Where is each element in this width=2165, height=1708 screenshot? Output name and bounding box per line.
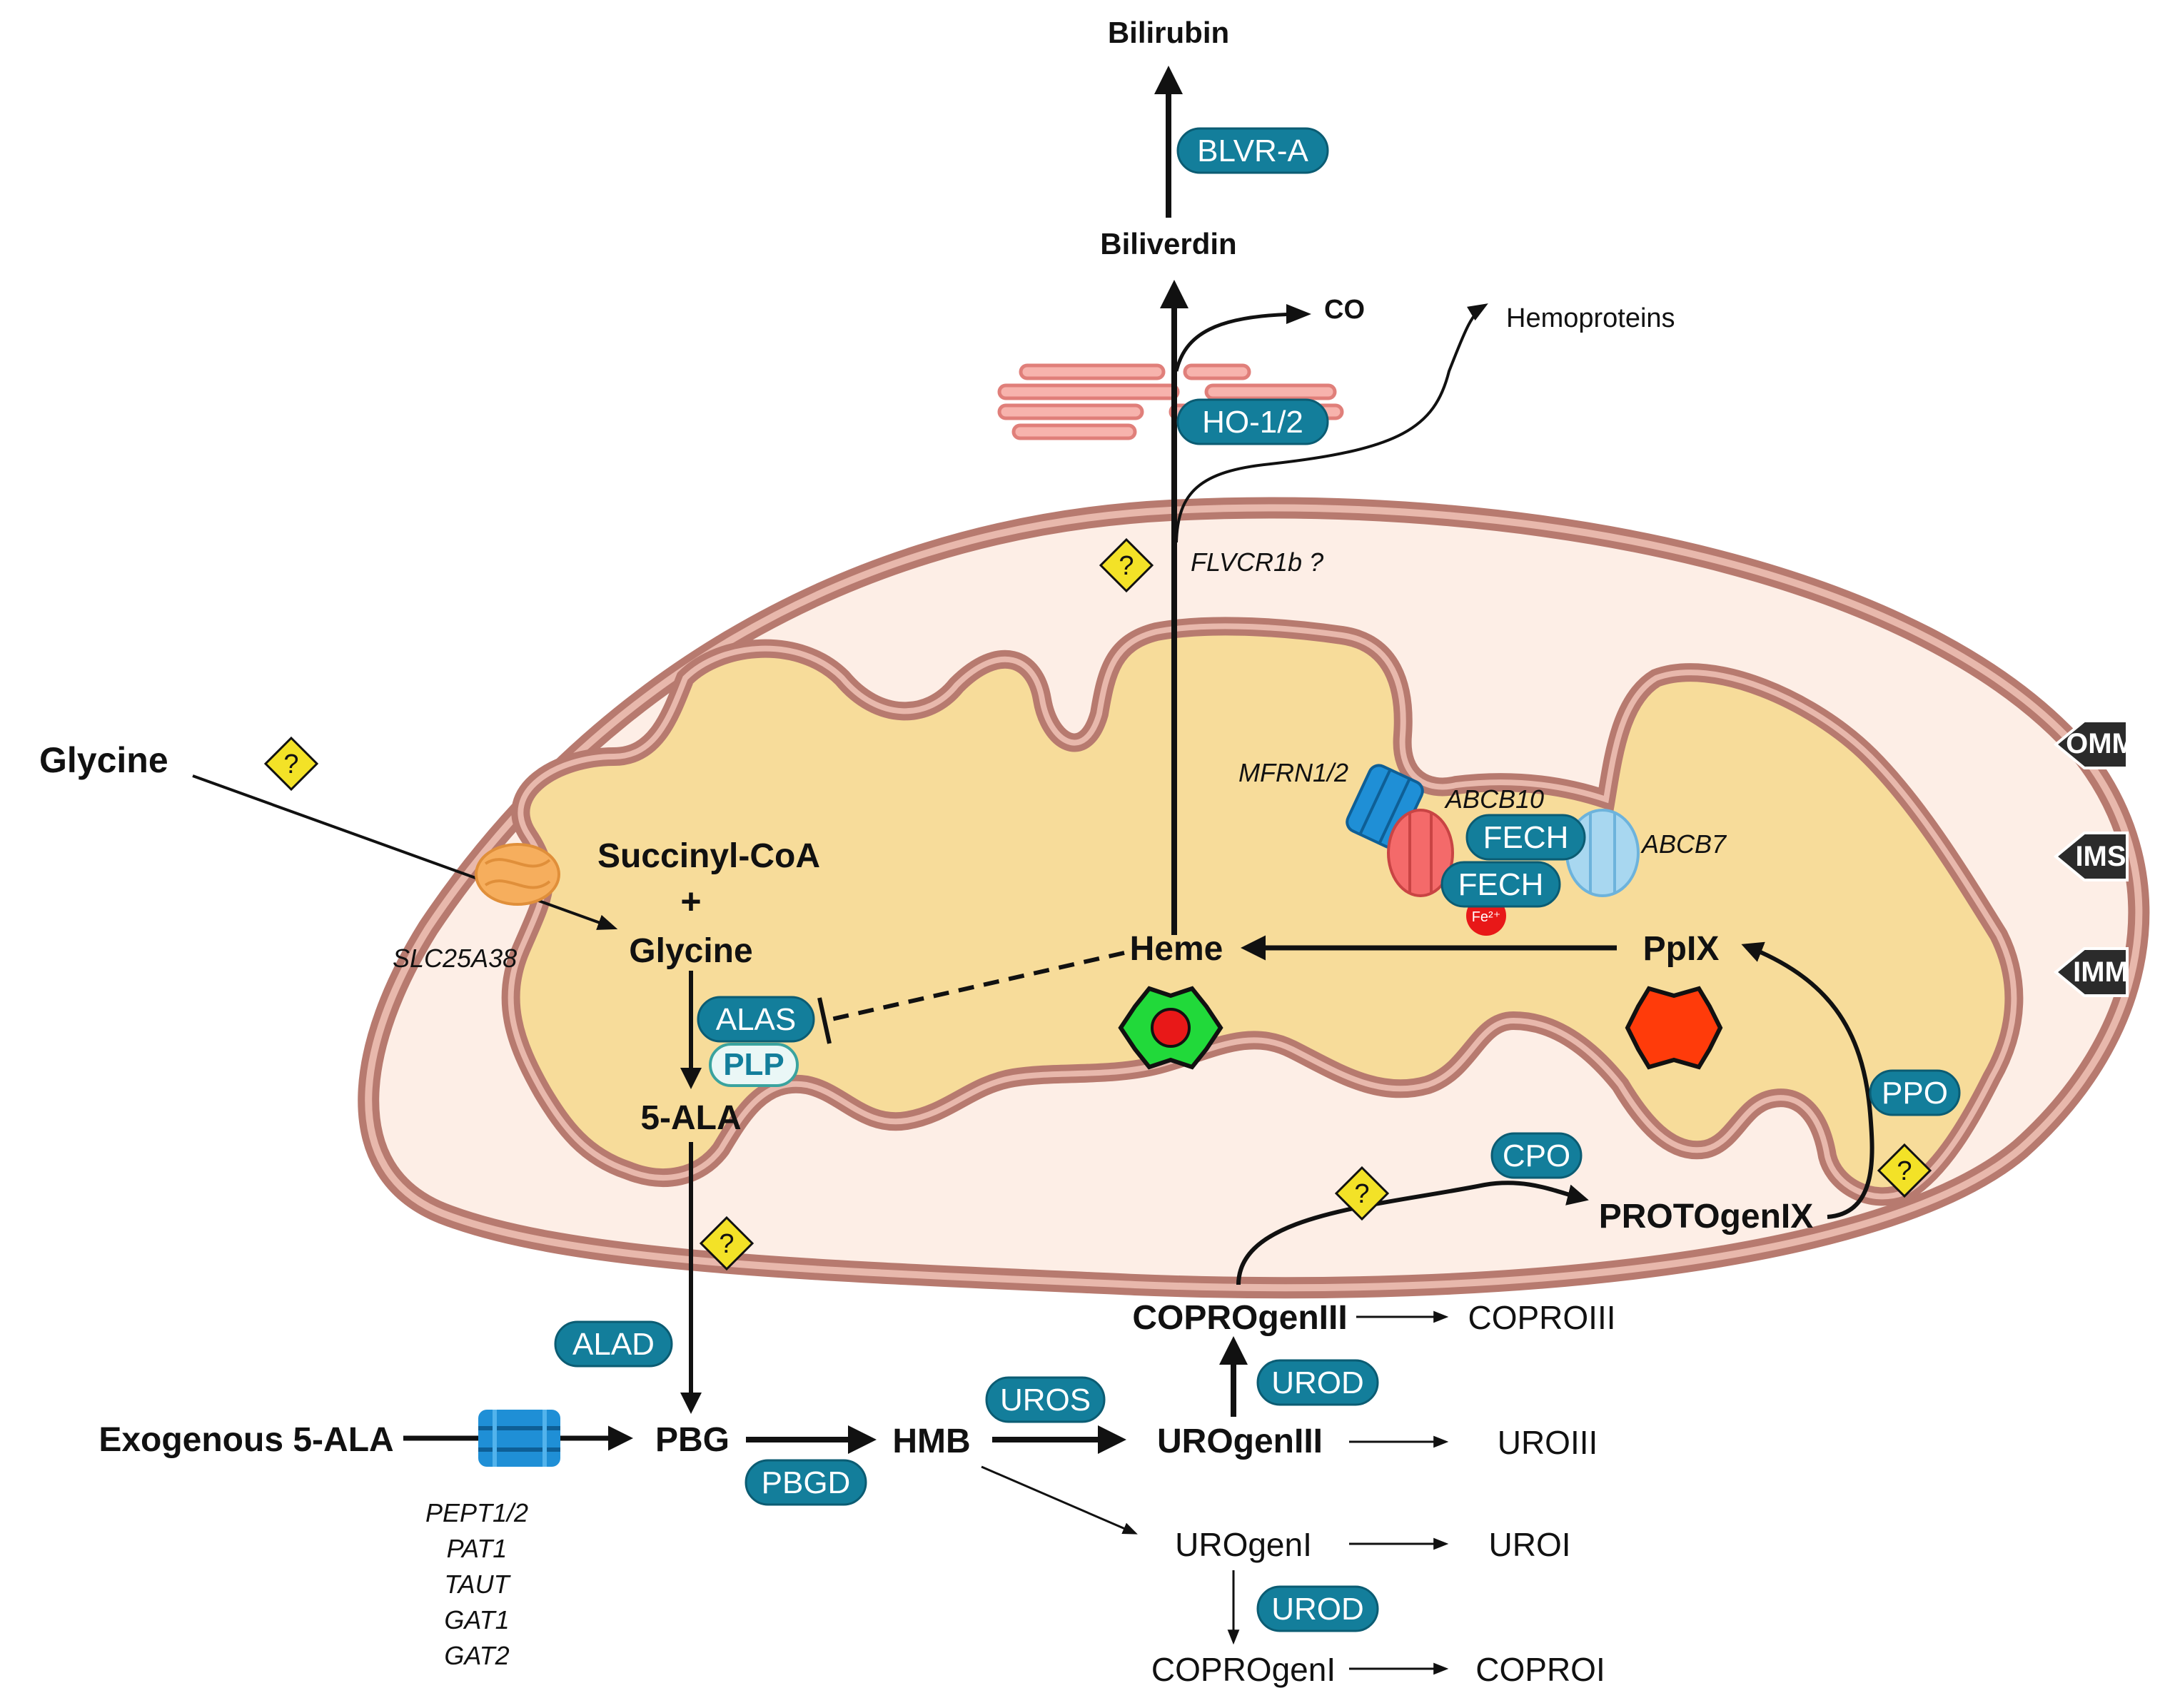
cpo-enzyme: CPO: [1490, 1132, 1583, 1179]
alas-enzyme: ALAS: [697, 996, 815, 1043]
glycine-outside-label: Glycine: [39, 740, 168, 780]
uros-enzyme: UROS: [985, 1376, 1106, 1423]
question-badge-ala-symbol: ?: [719, 1229, 734, 1259]
peptide-transporter-item: PAT1: [447, 1534, 508, 1563]
urogeniii-label: UROgenIII: [1157, 1423, 1323, 1460]
question-badge-flvcr-symbol: ?: [1119, 551, 1134, 581]
slc25a38-transporter-icon: [475, 843, 560, 906]
coprogeni-label: COPROgenI: [1151, 1651, 1336, 1688]
pbg-label: PBG: [655, 1421, 730, 1459]
coproiii-label: COPROIII: [1468, 1299, 1615, 1336]
uros-enzyme-label: UROS: [1000, 1383, 1091, 1418]
coprogeniii-label: COPROgenIII: [1132, 1299, 1347, 1337]
arrow-co: [1174, 304, 1311, 372]
alas-enzyme-label: ALAS: [716, 1002, 797, 1037]
ppix-label: PpIX: [1643, 930, 1720, 968]
omm-tag: OMM: [2053, 719, 2136, 769]
urod-enzyme-1-label: UROD: [1271, 1365, 1364, 1400]
abcb10-label: ABCB10: [1444, 784, 1544, 814]
question-badge-ppo-icon: ?: [1877, 1143, 1932, 1198]
slc25a38-label: SLC25A38: [393, 944, 517, 973]
question-badge-ppo-symbol: ?: [1897, 1156, 1912, 1186]
blvra-enzyme-label: BLVR-A: [1197, 133, 1308, 168]
ims-tag-label: IMS: [2075, 841, 2126, 872]
protogenix-label: PROTOgenIX: [1599, 1198, 1814, 1235]
abcb7-label: ABCB7: [1640, 829, 1727, 859]
plp-cofactor: PLP: [709, 1043, 799, 1087]
plp-label: PLP: [723, 1047, 784, 1082]
ppo-enzyme-label: PPO: [1882, 1076, 1948, 1111]
urod-enzyme-2-label: UROD: [1271, 1592, 1364, 1627]
arrow-hemoproteins: [1175, 303, 1488, 543]
mfrn-label: MFRN1/2: [1238, 758, 1348, 787]
biliverdin-label: Biliverdin: [1100, 227, 1236, 261]
ppix-molecule-icon: [1625, 986, 1723, 1070]
iron-ion-label: Fe²⁺: [1472, 909, 1501, 925]
exogenous-ala-label: Exogenous 5-ALA: [99, 1421, 393, 1459]
arrow-protogenix-ppix: [1741, 941, 1874, 1219]
uroiii-label: UROIII: [1498, 1424, 1598, 1461]
ho-enzyme: HO-1/2: [1176, 398, 1329, 445]
arrow-glycine-import: [192, 774, 618, 930]
omm-tag-label: OMM: [2066, 728, 2136, 759]
fech-enzyme-1-label: FECH: [1483, 820, 1569, 855]
glycine-inside-label: Glycine: [629, 932, 752, 970]
question-badge-cpo-symbol: ?: [1354, 1179, 1369, 1209]
arrow-hmb-urogeni: [981, 1465, 1138, 1535]
imm-tag-label: IMM: [2073, 956, 2129, 988]
question-badge-cpo-icon: ?: [1334, 1166, 1390, 1221]
co-label: CO: [1324, 295, 1365, 325]
alad-enzyme: ALAD: [554, 1320, 673, 1368]
abcb10-transporter-icon: [1387, 809, 1454, 897]
question-badge-glycine-symbol: ?: [283, 749, 298, 779]
succinyl-coa-label: Succinyl-CoA: [597, 837, 820, 875]
ala-label: 5-ALA: [640, 1099, 741, 1137]
imm-tag: IMM: [2053, 947, 2129, 997]
pbgd-enzyme-label: PBGD: [762, 1465, 851, 1500]
peptide-transporter-item: GAT1: [444, 1605, 509, 1634]
arrow-coprogeniii-protogenix: [1236, 1181, 1589, 1285]
question-badge-glycine-icon: ?: [263, 736, 319, 792]
peptide-transporter-item: GAT2: [444, 1641, 509, 1670]
pept-transporter-icon: [478, 1410, 560, 1467]
uroi-label: UROI: [1489, 1526, 1571, 1563]
alad-enzyme-label: ALAD: [572, 1327, 655, 1362]
heme-label: Heme: [1130, 930, 1223, 968]
bilirubin-label: Bilirubin: [1108, 16, 1229, 49]
fech-enzyme-2-label: FECH: [1458, 867, 1544, 902]
plus-label: +: [680, 881, 701, 921]
hemoproteins-label: Hemoproteins: [1506, 303, 1675, 333]
ims-tag: IMS: [2053, 832, 2129, 881]
blvra-enzyme: BLVR-A: [1176, 127, 1329, 174]
urogeni-label: UROgenI: [1175, 1526, 1312, 1563]
question-badge-ala-icon: ?: [699, 1216, 755, 1271]
mitochondrion: [358, 497, 2150, 1299]
pbgd-enzyme: PBGD: [745, 1459, 867, 1506]
ppo-enzyme: PPO: [1869, 1069, 1961, 1116]
peptide-transporter-item: PEPT1/2: [425, 1498, 528, 1527]
hmb-label: HMB: [892, 1423, 970, 1460]
urod-enzyme-1: UROD: [1256, 1359, 1379, 1406]
flvcr1b-label: FLVCR1b ?: [1191, 547, 1323, 577]
ho-enzyme-label: HO-1/2: [1202, 405, 1303, 440]
fech-enzyme-2: FECH: [1440, 861, 1561, 908]
cpo-enzyme-label: CPO: [1503, 1138, 1570, 1173]
heme-molecule-icon: [1118, 986, 1223, 1070]
peptide-transporter-item: TAUT: [444, 1570, 511, 1599]
urod-enzyme-2: UROD: [1256, 1585, 1379, 1632]
coproi-label: COPROI: [1475, 1651, 1605, 1688]
fech-enzyme-1: FECH: [1465, 814, 1586, 861]
question-badge-flvcr-icon: ?: [1099, 537, 1154, 593]
